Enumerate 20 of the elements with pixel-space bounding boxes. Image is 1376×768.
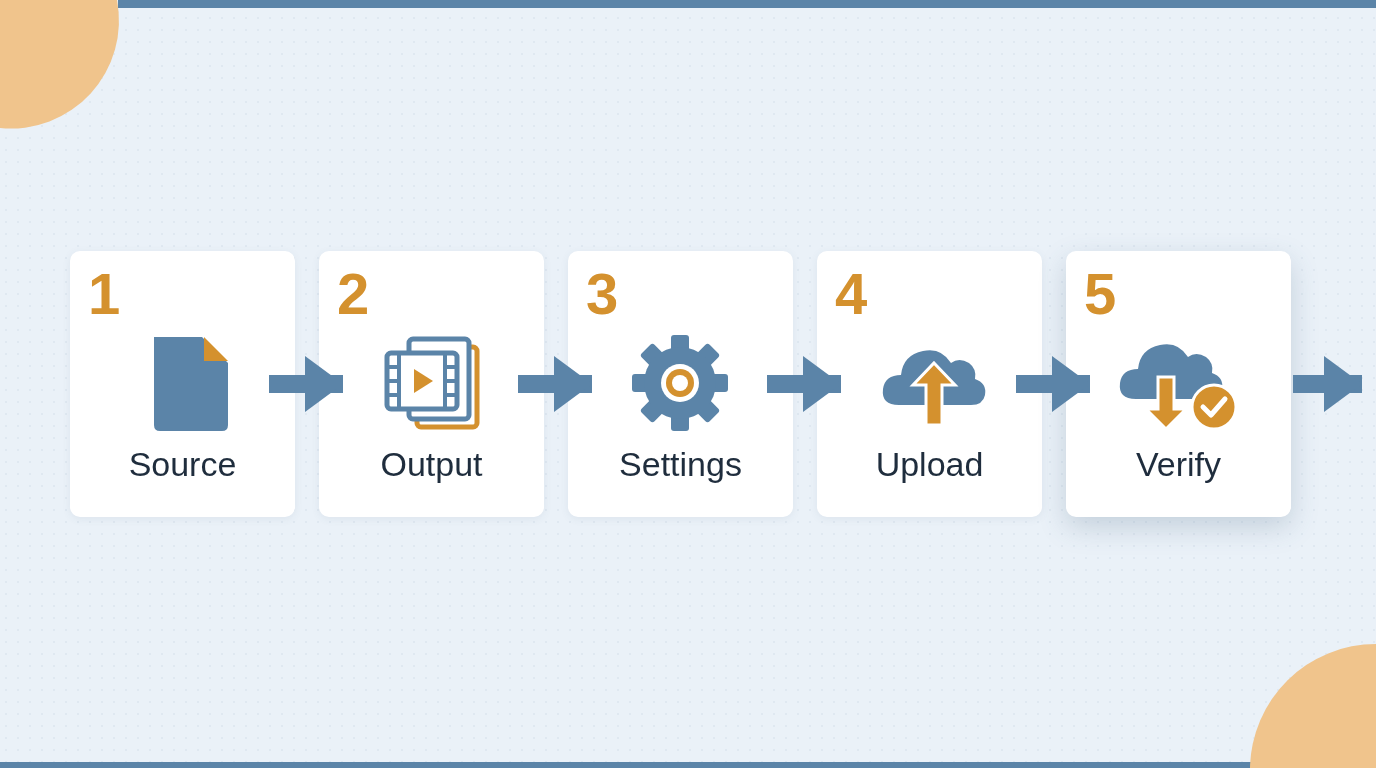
step-label: Verify [1135, 447, 1221, 481]
step-card [319, 251, 544, 517]
step-number: 5 [1084, 265, 1117, 323]
step-card [817, 251, 1042, 517]
step-number: 2 [337, 265, 370, 323]
step-number: 4 [835, 265, 868, 323]
arrow [269, 356, 343, 412]
arrow [767, 356, 841, 412]
step-label: Source [128, 447, 237, 481]
step-label: Settings [619, 447, 742, 481]
step-number: 3 [586, 265, 619, 323]
step-card [1066, 251, 1291, 517]
step-card [70, 251, 295, 517]
arrow [518, 356, 592, 412]
arrow [1016, 356, 1090, 412]
step-label: Upload [875, 447, 984, 481]
step-card [568, 251, 793, 517]
step-number: 1 [88, 265, 121, 323]
arrow [1293, 356, 1362, 412]
step-label: Output [380, 447, 483, 481]
